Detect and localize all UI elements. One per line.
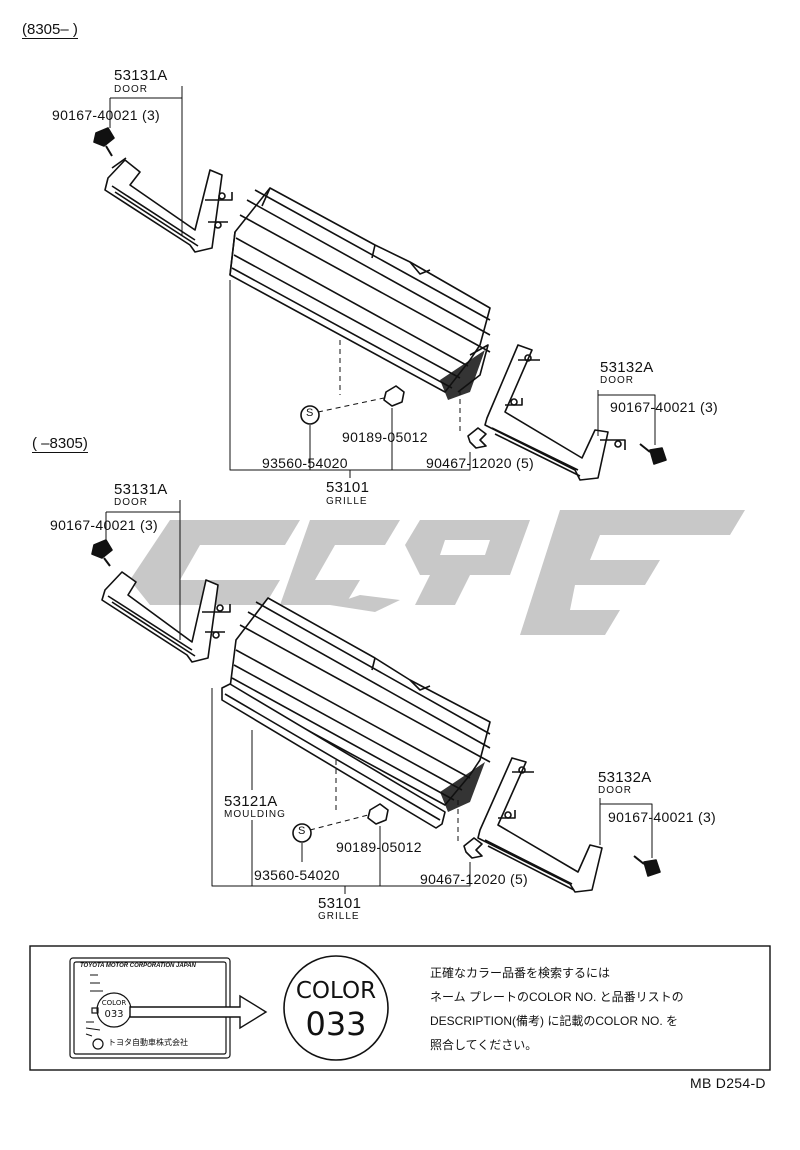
- pointing-arrow-icon: [129, 994, 268, 1030]
- color-badge-code: 033: [305, 1005, 367, 1043]
- section-range-top: (8305– ): [22, 21, 78, 39]
- top-right-screw-drawing: [639, 443, 667, 465]
- top-left-screw-drawing: [93, 127, 115, 157]
- bottom-moulding-drawing: [221, 683, 446, 829]
- bottom-screw-right-part-number: 90167-40021 (3): [608, 809, 717, 825]
- bottom-door-left-part-number: 53131A: [114, 481, 168, 498]
- color-badge-word: COLOR: [295, 978, 377, 1004]
- top-left-door-bracket: [104, 157, 233, 253]
- nameplate-maker: トヨタ自動車株式会社: [108, 1038, 188, 1047]
- top-grille-caption: GRILLE: [326, 496, 368, 507]
- section-range-bottom: ( –8305): [32, 435, 88, 453]
- top-clip-drawing: [467, 427, 487, 449]
- top-screw-right-part-number: 90167-40021 (3): [610, 399, 719, 415]
- bottom-door-left-caption: DOOR: [114, 497, 148, 508]
- top-nut-drawing: [383, 385, 405, 407]
- nameplate-color-word: COLOR: [101, 999, 127, 1007]
- bottom-emblem-part-number: 93560-54020: [254, 867, 340, 883]
- bottom-screw-left-part-number: 90167-40021 (3): [50, 517, 159, 533]
- bottom-left-door-bracket: [101, 571, 231, 663]
- top-door-right-part-number: 53132A: [600, 359, 654, 376]
- bottom-moulding-part-number: 53121A: [224, 793, 278, 810]
- bottom-door-right-part-number: 53132A: [598, 769, 652, 786]
- top-door-right-caption: DOOR: [600, 375, 634, 386]
- bottom-assembly: [91, 500, 661, 894]
- bottom-grille-drawing: [229, 597, 491, 812]
- bottom-emblem-drawing: [292, 823, 312, 843]
- top-nut-part-number: 90189-05012: [342, 429, 428, 445]
- bottom-right-door-bracket: [477, 757, 603, 893]
- watermark-logo: [130, 510, 745, 635]
- bottom-grille-part-number: 53101: [318, 895, 362, 912]
- bottom-right-screw-drawing: [633, 855, 661, 877]
- top-door-left-caption: DOOR: [114, 84, 148, 95]
- bottom-nut-part-number: 90189-05012: [336, 839, 422, 855]
- top-emblem-drawing: [300, 405, 320, 425]
- bottom-emblem-symbol: S: [298, 825, 306, 837]
- nameplate-company: TOYOTA MOTOR CORPORATION JAPAN: [80, 963, 196, 969]
- instruction-line-3: DESCRIPTION(備考) に記載のCOLOR NO. を: [430, 1014, 679, 1028]
- instruction-line-1: 正確なカラー品番を検索するには: [430, 966, 611, 980]
- top-grille-drawing: [229, 187, 491, 400]
- top-assembly: [93, 86, 667, 481]
- color-badge-circle: [283, 955, 389, 1061]
- color-info-box: [29, 945, 771, 1071]
- bottom-clip-drawing: [463, 837, 483, 859]
- bottom-moulding-caption: MOULDING: [224, 809, 286, 820]
- top-clip-part-number: 90467-12020 (5): [426, 455, 535, 471]
- top-right-door-bracket: [484, 344, 626, 481]
- bottom-grille-caption: GRILLE: [318, 911, 360, 922]
- instruction-line-4: 照合してください。: [430, 1038, 538, 1052]
- bottom-clip-part-number: 90467-12020 (5): [420, 871, 529, 887]
- bottom-left-screw-drawing: [91, 539, 113, 567]
- top-emblem-symbol: S: [306, 407, 314, 419]
- top-grille-part-number: 53101: [326, 479, 370, 496]
- bottom-door-right-caption: DOOR: [598, 785, 632, 796]
- bottom-nut-drawing: [367, 803, 389, 825]
- top-door-left-part-number: 53131A: [114, 67, 168, 84]
- top-emblem-part-number: 93560-54020: [262, 455, 348, 471]
- figure-code: MB D254-D: [690, 1075, 766, 1091]
- nameplate-color-code: 033: [104, 1009, 124, 1020]
- instruction-line-2: ネーム プレートのCOLOR NO. と品番リストの: [430, 990, 684, 1004]
- top-screw-left-part-number: 90167-40021 (3): [52, 107, 161, 123]
